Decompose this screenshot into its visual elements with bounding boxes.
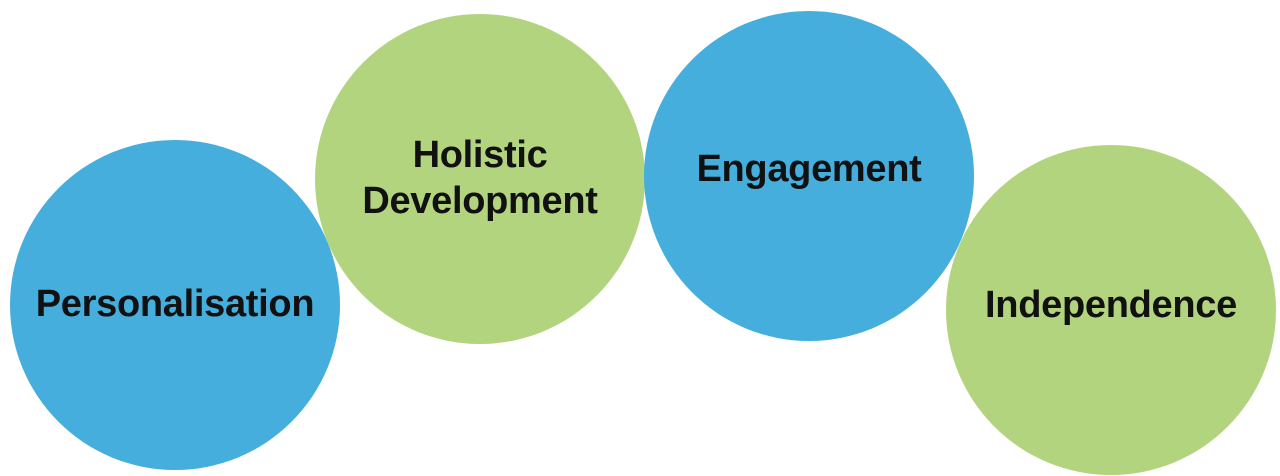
circle-label-engagement: Engagement [696, 148, 922, 191]
circle-independence: Independence [946, 145, 1276, 475]
circle-holistic-development: Holistic Development [315, 14, 645, 344]
circle-label-independence: Independence [985, 284, 1237, 327]
circle-label-holistic-development: Holistic Development [362, 134, 598, 222]
circle-personalisation: Personalisation [10, 140, 340, 470]
circle-engagement: Engagement [644, 11, 974, 341]
circle-label-personalisation: Personalisation [35, 283, 315, 326]
